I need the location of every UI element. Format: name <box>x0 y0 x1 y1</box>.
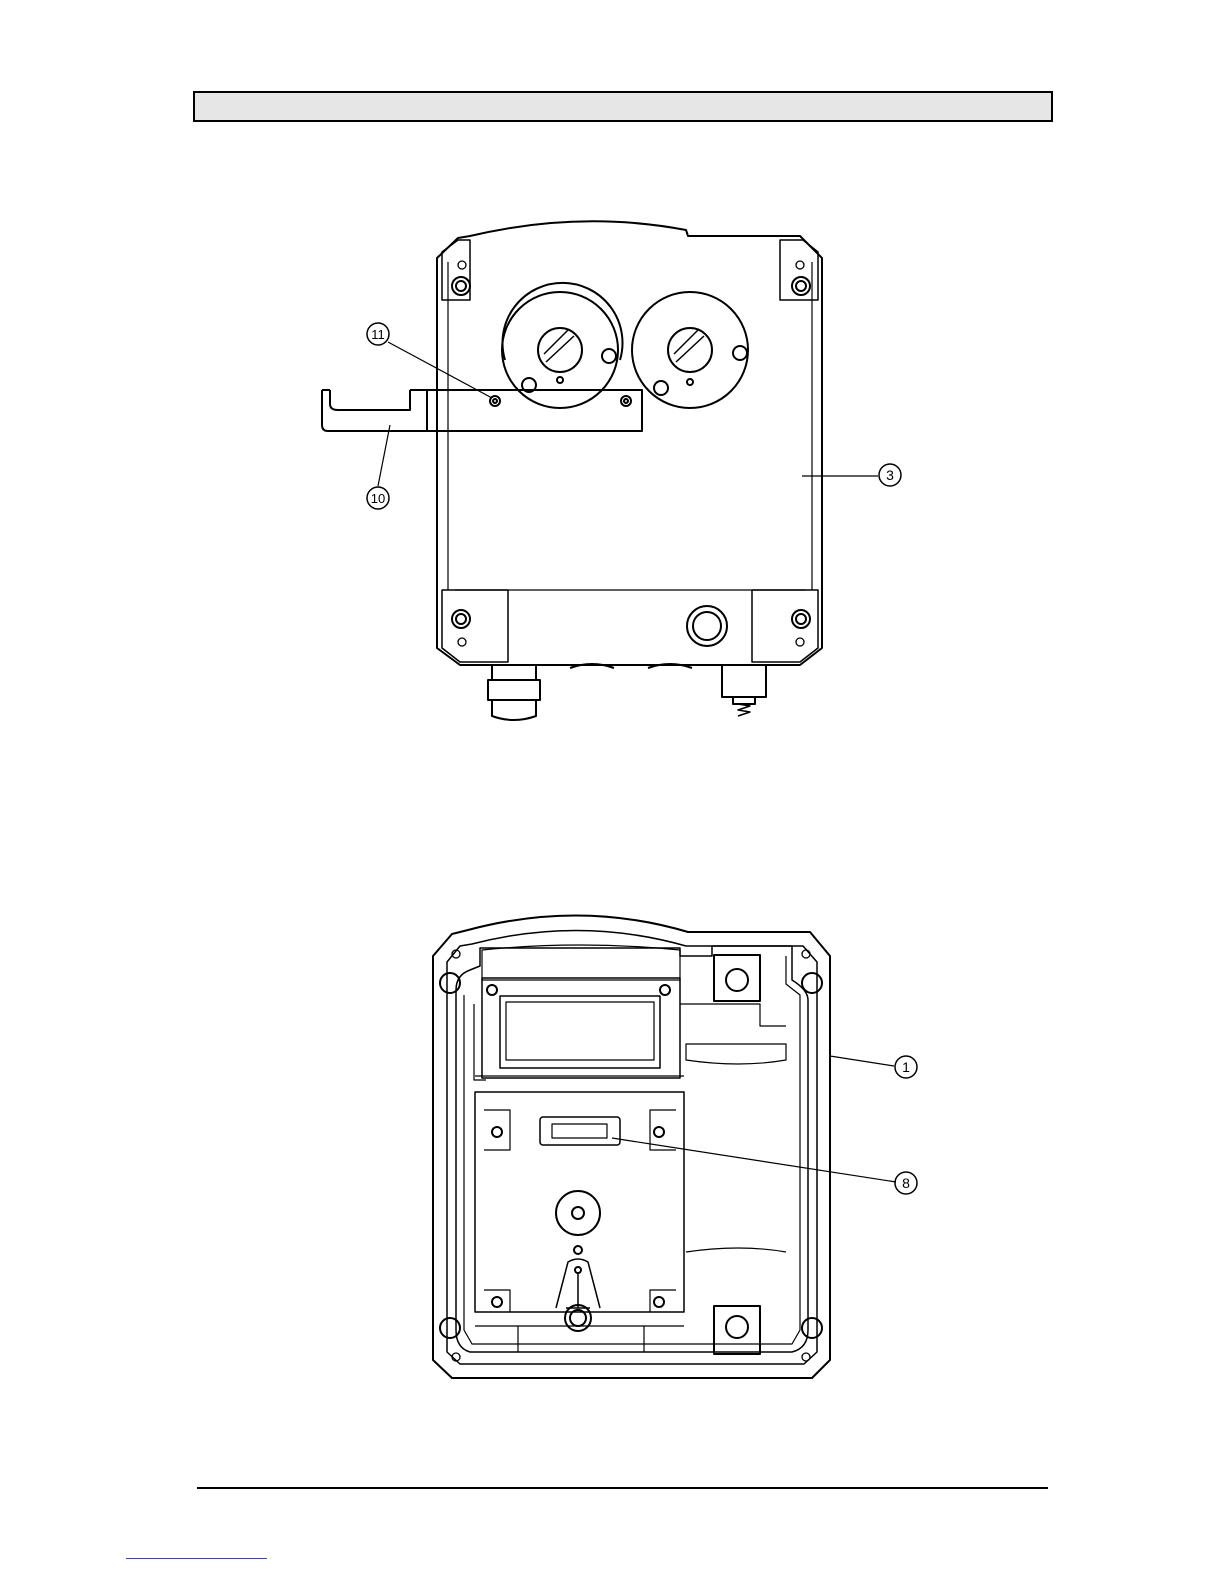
callout-3: 3 <box>886 467 894 483</box>
footer-link[interactable] <box>126 1558 267 1559</box>
callout-11: 11 <box>371 327 385 342</box>
callout-1: 1 <box>902 1059 910 1075</box>
footer-rule <box>197 1487 1048 1489</box>
figure-device-front: 11 10 3 <box>300 205 960 740</box>
figure-device-open: 1 8 <box>425 900 955 1395</box>
header-bar <box>193 91 1053 122</box>
callout-8: 8 <box>902 1175 910 1191</box>
callout-10: 10 <box>371 491 385 506</box>
